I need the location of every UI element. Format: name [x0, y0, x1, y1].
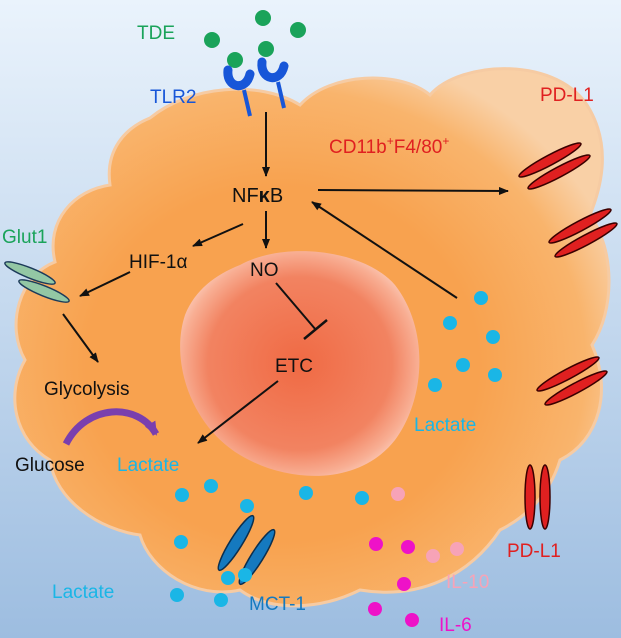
glut1-label: Glut1 — [2, 227, 47, 248]
cd11b-f480-label: CD11b+F4/80+ — [329, 134, 449, 158]
pdl1-markers-upper — [518, 142, 618, 406]
arrow-lactate-to-nfkb — [311, 201, 458, 299]
glut1-transporter — [4, 261, 70, 303]
inhibition-bar — [303, 319, 328, 340]
arrow-nfkb-to-hif1a — [192, 223, 244, 247]
lactate-outside-label: Lactate — [52, 582, 114, 603]
arrow-hif1a-to-glut1 — [79, 271, 131, 297]
arrow-nfkb-to-pdl1 — [317, 186, 509, 195]
il6-molecules — [368, 537, 419, 627]
tde-particles — [204, 10, 306, 68]
lactate-right-label: Lactate — [414, 415, 476, 436]
glycolysis-label: Glycolysis — [44, 379, 130, 400]
pdl1-bottom-label: PD-L1 — [507, 541, 561, 562]
pdl1-markers-lower — [524, 464, 551, 530]
lactate-molecules — [170, 291, 502, 607]
pathway-arrows — [62, 112, 509, 444]
arrow-glut1-to-glycolysis — [62, 313, 99, 363]
mct1-label: MCT-1 — [249, 594, 306, 615]
lactate-inner-label: Lactate — [117, 455, 179, 476]
tlr2-label: TLR2 — [150, 87, 196, 108]
hif1a-label: HIF-1α — [129, 252, 188, 273]
il10-label: IL-10 — [446, 572, 489, 593]
arrow-etc-to-lactate — [197, 380, 279, 444]
il6-label: IL-6 — [439, 615, 472, 636]
glucose-label: Glucose — [15, 455, 85, 476]
glycolysis-curved-arrow — [62, 408, 160, 446]
tlr2-receptor-left — [223, 65, 255, 117]
no-label: NO — [250, 260, 279, 281]
nfkb-label: NFκB — [232, 185, 283, 207]
tde-label: TDE — [137, 23, 175, 44]
nucleus — [180, 251, 420, 476]
pdl1-top-label: PD-L1 — [540, 85, 594, 106]
inhibition-no-to-etc — [275, 282, 317, 331]
tlr2-receptor-right — [257, 57, 289, 109]
etc-label: ETC — [275, 356, 313, 377]
il10-molecules — [391, 487, 464, 563]
